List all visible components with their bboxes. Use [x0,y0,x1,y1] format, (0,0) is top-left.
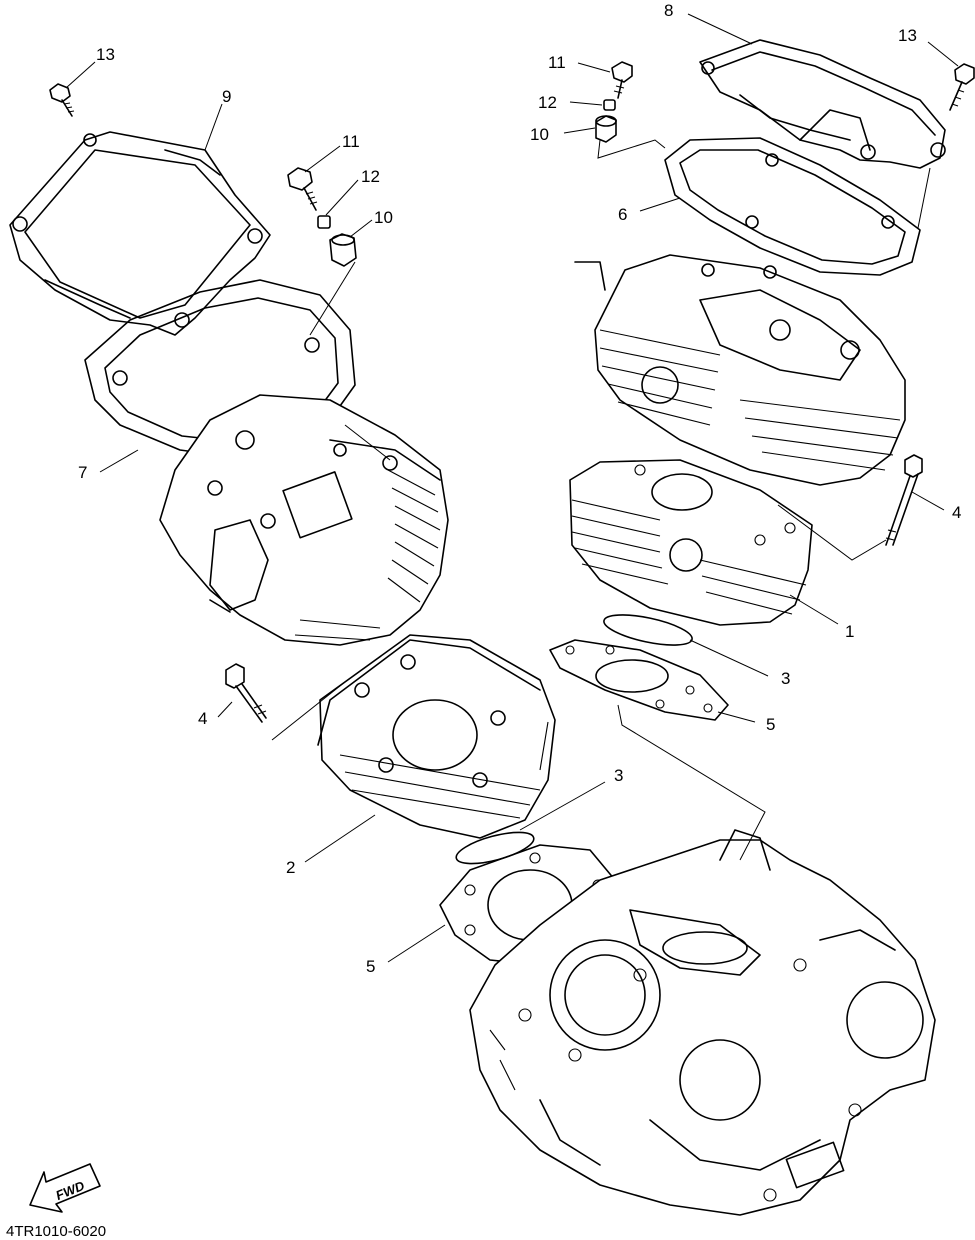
callout-12-left: 12 [361,167,380,186]
callout-13-left: 13 [96,45,115,64]
callout-9: 9 [222,87,231,106]
callout-10-right: 10 [530,125,549,144]
callout-12-right: 12 [538,93,557,112]
callout-labels: 8 13 11 12 10 6 4 1 3 5 13 9 11 12 10 7 … [78,1,961,976]
collar-12-right [603,99,616,111]
callout-3-left: 3 [614,766,623,785]
callout-10-left: 10 [374,208,393,227]
callout-4-right: 4 [952,503,961,522]
cylinder-left [317,634,556,839]
stud-bolt-4-left [225,663,267,723]
callout-13-right: 13 [898,26,917,45]
bolt-13-left [49,83,75,117]
callout-3-right: 3 [781,669,790,688]
collar-12-left [317,215,331,229]
head-cover-right [699,39,946,169]
callout-6: 6 [618,205,627,224]
callout-7: 7 [78,463,87,482]
base-gasket-right [549,639,729,721]
grommet-10-right [595,115,617,143]
cylinder-head-left [159,394,449,646]
bolt-11-right [611,61,633,99]
stud-bolt-4-right [885,454,923,546]
callout-5-right: 5 [766,715,775,734]
bolt-13-right [949,63,975,111]
bolt-11-left [287,167,318,211]
callout-4-left: 4 [198,709,207,728]
reference-lines [271,139,931,861]
cylinder-right [569,459,813,626]
diagram-code: 4TR1010-6020 [6,1223,106,1240]
fwd-arrow-icon: FWD [29,1163,101,1213]
leader-lines [65,13,959,963]
callout-11-left: 11 [342,132,360,151]
callout-2: 2 [286,858,295,877]
callout-8: 8 [664,1,673,20]
callout-11-right: 11 [548,53,566,72]
callout-1: 1 [845,622,854,641]
cylinder-head-right [574,254,906,486]
crankcase [469,829,936,1216]
o-ring-right [603,614,693,646]
head-cover-gasket-right [664,137,921,276]
grommet-10-left [329,233,357,267]
callout-5-left: 5 [366,957,375,976]
head-cover-left [9,131,271,336]
